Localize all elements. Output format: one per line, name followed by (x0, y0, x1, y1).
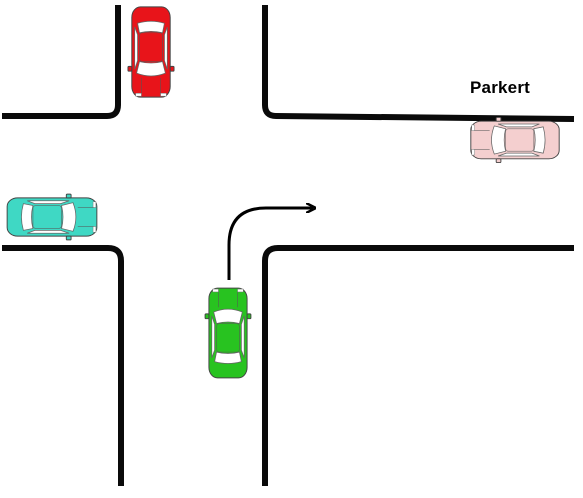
curb-northeast (262, 5, 575, 122)
curb-southwest (2, 245, 124, 486)
car-cyan (6, 193, 98, 241)
car-cyan-body (6, 193, 98, 241)
car-pink-body (470, 116, 560, 164)
parked-label: Parkert (470, 78, 530, 97)
car-green-body (204, 287, 252, 379)
car-pink-parked (470, 116, 560, 164)
right-turn-arrow (227, 208, 313, 280)
curb-northwest (2, 5, 121, 119)
road-curbs (2, 5, 575, 486)
car-red-body (127, 6, 175, 98)
car-green (204, 287, 252, 379)
curb-southeast (262, 245, 574, 486)
car-red (127, 6, 175, 98)
